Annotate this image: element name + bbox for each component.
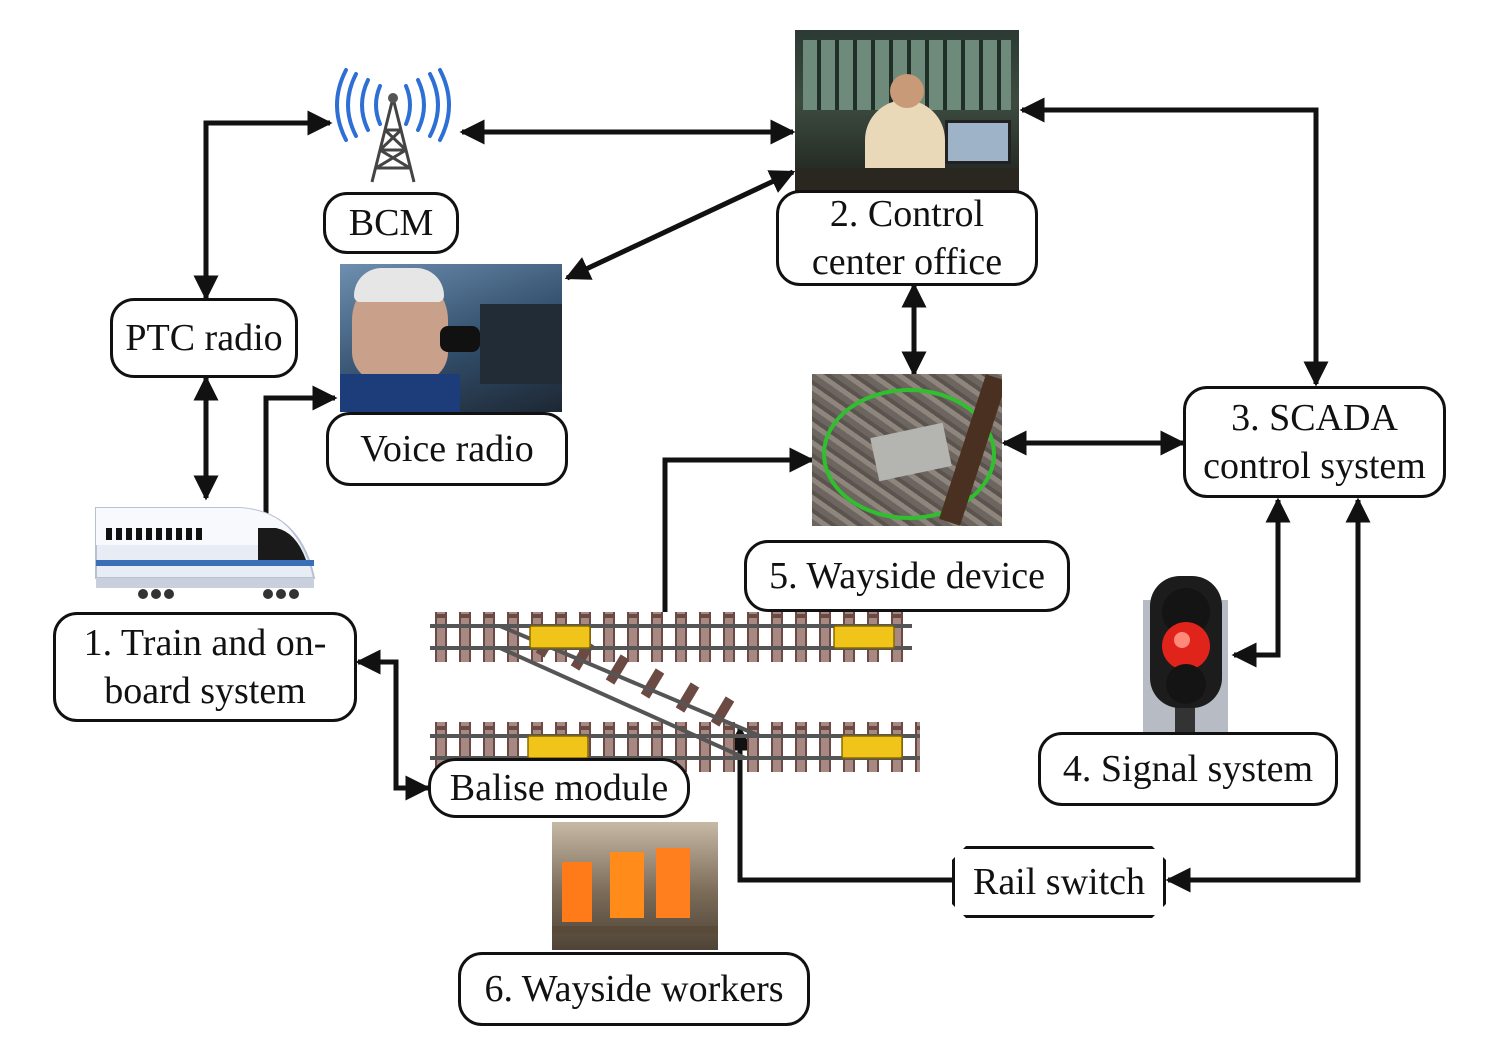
voice-radio-photo [340, 264, 562, 412]
arrow-train-balise [355, 649, 431, 801]
train-label: 1. Train and on- board system [53, 612, 357, 722]
arrow-tracks-wayside [662, 447, 815, 612]
wayside-workers-label: 6. Wayside workers [458, 952, 810, 1026]
arrow-ptc-antenna [193, 110, 333, 301]
connectors [193, 97, 1371, 893]
bcm-label: BCM [323, 192, 459, 254]
scada-label: 3. SCADA control system [1183, 386, 1446, 498]
control-center-photo [795, 30, 1019, 192]
arrow-scada-signal [1231, 497, 1291, 668]
wayside-device-label: 5. Wayside device [744, 540, 1070, 612]
voice-radio-label: Voice radio [326, 412, 568, 486]
control-center-label: 2. Control center office [776, 190, 1038, 286]
arrow-scada-switch [1165, 497, 1371, 893]
signal-label: 4. Signal system [1038, 732, 1338, 806]
wayside-workers-photo [552, 822, 718, 950]
wayside-device-photo [812, 374, 1002, 526]
ptc-radio-label: PTC radio [110, 298, 298, 378]
traffic-signal-icon [1143, 576, 1228, 732]
arrow-voice-control [564, 169, 796, 281]
railway-track-icon [430, 612, 920, 772]
arrow-train-voice [263, 385, 338, 528]
arrow-switch-track [727, 725, 952, 883]
balise-label: Balise module [428, 758, 690, 818]
rail-switch-label: Rail switch [952, 846, 1166, 918]
arrow-control-scada [1019, 97, 1329, 387]
radio-tower-icon [335, 68, 451, 183]
train-icon [95, 507, 316, 599]
